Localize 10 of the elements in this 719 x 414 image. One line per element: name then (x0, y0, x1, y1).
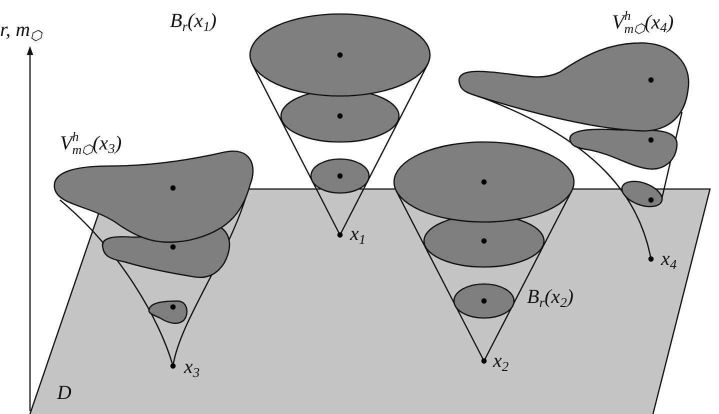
axis-label: r, m$_{⬡}$ (0, 20, 42, 40)
ball-label: B$_{r}$(x$_{1}$) (170, 11, 217, 31)
point-label: x$_{3}$ (184, 357, 200, 377)
set-label: V$^{h}$$_{m⬡}$(x$_{4}$) (612, 9, 674, 35)
point-label: x$_{2}$ (493, 351, 509, 371)
point-label: x$_{4}$ (661, 249, 677, 269)
region-label: D (57, 383, 72, 403)
set-label: V$^{h}$$_{m⬡}$(x$_{3}$) (60, 130, 122, 156)
point-label: x$_{1}$ (350, 224, 366, 244)
ball-label: B$_{r}$(x$_{2}$) (527, 287, 574, 307)
